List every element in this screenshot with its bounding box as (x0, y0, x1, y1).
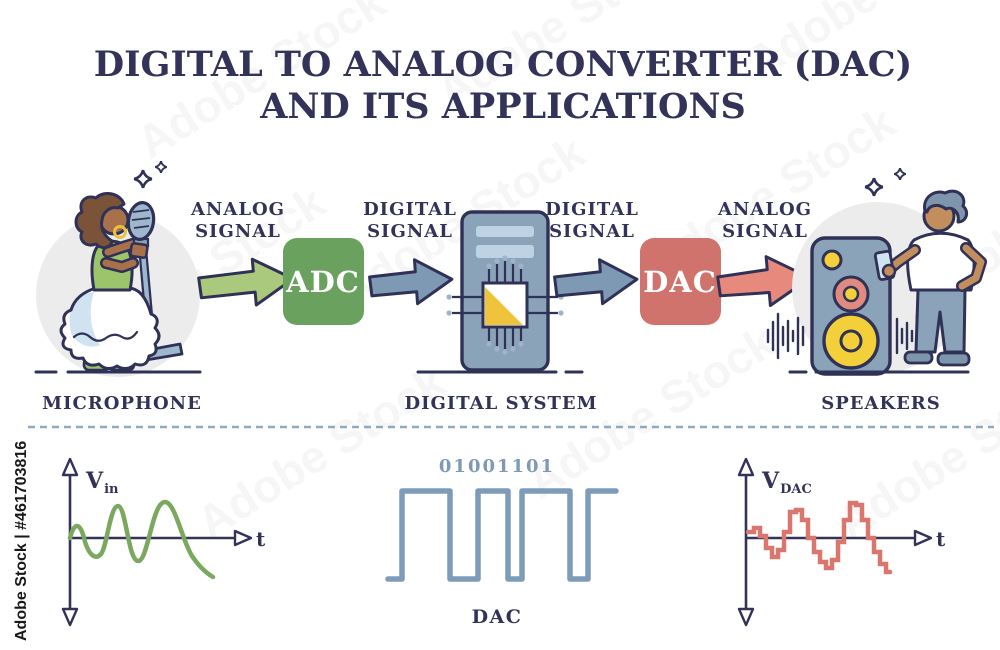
bitstream-label: 01001101 (439, 456, 555, 477)
adobe-stock-watermark: Adobe Stock | #461703816 (13, 441, 30, 641)
bitstream-graph: 01001101 DAC (385, 456, 619, 628)
earring-icon (113, 225, 127, 239)
signal-label-line: ANALOG (190, 199, 285, 220)
listener-figure (873, 189, 987, 367)
arrow-digital-2-icon (553, 258, 639, 306)
vdac-axes (737, 457, 933, 627)
signal-label-line: DIGITAL (545, 199, 639, 220)
vin-axes (61, 457, 253, 627)
arrow-analog-in-icon (197, 257, 295, 307)
listener-shoe (936, 351, 971, 367)
v-symbol: V (85, 468, 104, 494)
digital-system-scene: DIGITAL SYSTEM (404, 210, 597, 414)
signal-label-line: SIGNAL (722, 221, 808, 242)
signal-label-line: SIGNAL (549, 221, 635, 242)
signal-label-line: DIGITAL (363, 199, 457, 220)
microphone-icon (126, 200, 156, 259)
v-symbol: V (761, 468, 780, 494)
caption-speakers: SPEAKERS (821, 393, 941, 414)
axis-arrow-down-icon (61, 607, 79, 627)
signal-label-line: SIGNAL (195, 221, 281, 242)
chip-icon (446, 255, 564, 355)
speakers-scene: SPEAKERS (766, 167, 987, 414)
sound-waves-icon (766, 312, 805, 360)
signal-label-line: ANALOG (717, 199, 812, 220)
singer-skirt (59, 286, 161, 371)
title-line-2: AND ITS APPLICATIONS (259, 86, 746, 127)
caption-microphone: MICROPHONE (42, 393, 202, 414)
signal-label-line: SIGNAL (367, 221, 453, 242)
singer-figure (59, 191, 161, 372)
v-subscript: in (104, 482, 119, 497)
sparkle-icon (863, 176, 885, 198)
sparkle-icon (893, 167, 907, 181)
microphone-scene: MICROPHONE (34, 160, 202, 414)
axis-arrow-down-icon (737, 607, 755, 627)
axis-arrow-right-icon (913, 529, 933, 547)
square-wave (385, 488, 619, 582)
dac-box-label: DAC (643, 265, 717, 299)
analog-signal-label-out: ANALOG SIGNAL (717, 199, 812, 242)
axis-arrow-up-icon (61, 457, 79, 477)
adc-box: ADC (283, 238, 364, 325)
sparkle-icon (132, 168, 154, 190)
dac-caption: DAC (472, 606, 523, 628)
dac-box: DAC (640, 238, 721, 325)
vin-sine-wave (67, 499, 216, 580)
listener-shoe (903, 350, 934, 365)
axis-arrow-right-icon (233, 529, 253, 547)
vin-axis-label: Vin (85, 468, 119, 497)
ghost-watermark-text: Adobe Stock (188, 355, 454, 548)
page-title: DIGITAL TO ANALOG CONVERTER (DAC) AND IT… (94, 44, 912, 127)
listener-hand (881, 263, 897, 279)
arrow-digital-1-icon (368, 258, 454, 306)
singer-hand (129, 242, 149, 259)
caption-digital-system: DIGITAL SYSTEM (404, 393, 597, 414)
singer-hair (74, 191, 126, 250)
axis-arrow-up-icon (737, 457, 755, 477)
vdac-graph: VDAC t (737, 457, 946, 627)
t-axis-label: t (936, 527, 946, 551)
t-axis-label: t (256, 527, 266, 551)
adc-box-label: ADC (285, 265, 360, 299)
vin-graph: Vin t (61, 457, 266, 627)
title-line-1: DIGITAL TO ANALOG CONVERTER (DAC) (94, 44, 912, 85)
ghost-watermark-text: Adobe Stock (828, 355, 1000, 548)
vdac-axis-label: VDAC (761, 468, 812, 497)
speaker-icon (810, 236, 892, 376)
arrow-analog-out-icon (716, 255, 812, 307)
digital-signal-label-2: DIGITAL SIGNAL (545, 199, 639, 242)
listener-hair (923, 189, 969, 224)
vdac-staircase-wave (745, 500, 893, 575)
v-subscript: DAC (780, 482, 812, 497)
digital-signal-label-1: DIGITAL SIGNAL (363, 199, 457, 242)
analog-signal-label-in: ANALOG SIGNAL (190, 199, 285, 242)
